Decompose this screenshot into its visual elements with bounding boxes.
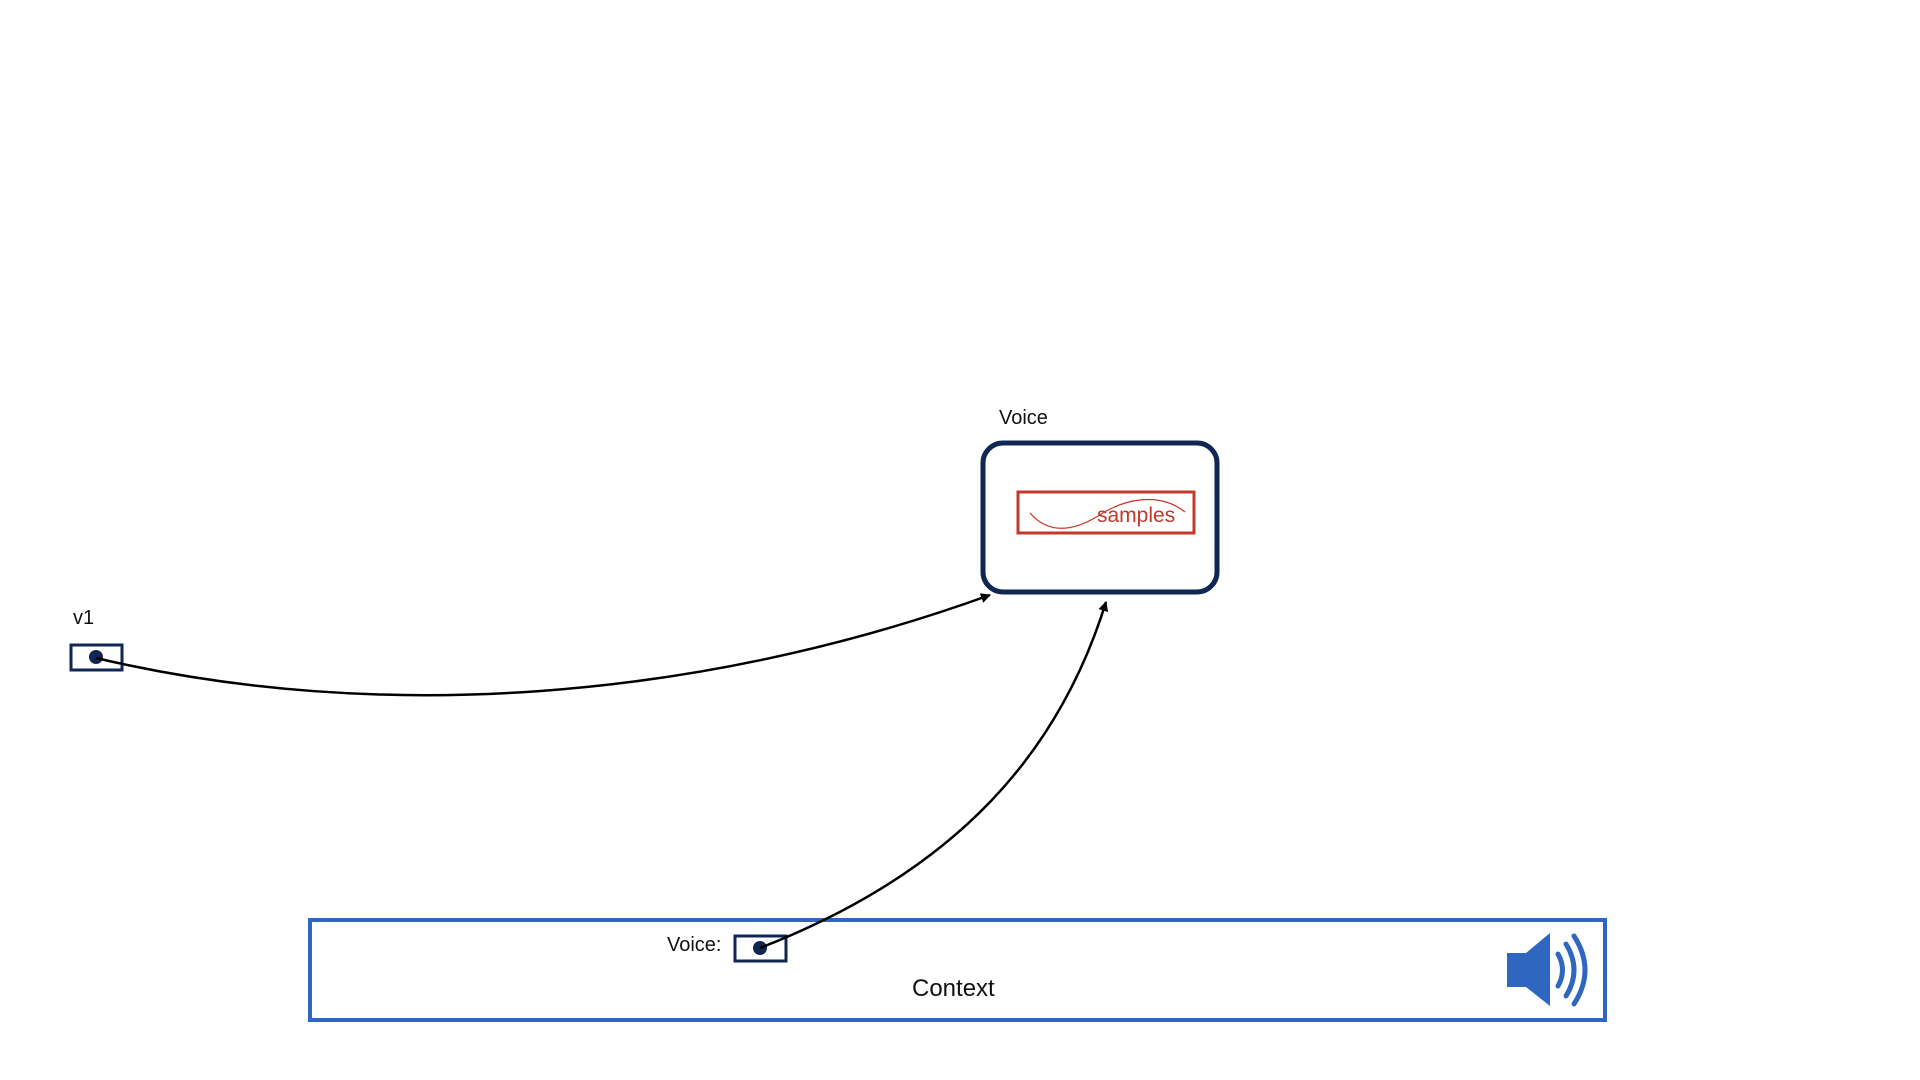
samples-buffer-box [1016,490,1196,535]
speaker-body [1507,933,1550,1006]
samples-buffer [1016,490,1196,535]
context-title: Context [912,975,995,1002]
speaker-wave-2 [1563,941,1577,999]
context-voice-slot-label: Voice: [667,934,722,956]
variable-name: v1 [73,607,95,629]
speaker-icon [1507,933,1588,1007]
context-box[interactable] [308,918,1607,1022]
arrow-context-to-voice [759,601,1109,950]
waveform-icon [1029,498,1186,529]
voice-object-title: Voice [999,407,1048,429]
speaker-wave-1 [1555,951,1565,989]
v1-reference-dot [89,650,103,664]
speaker-wave-3 [1571,933,1588,1007]
v1-slot[interactable] [69,643,124,672]
arrow-v1-to-voice [95,593,991,697]
samples-label: samples [1097,504,1176,527]
voice-object-box[interactable] [980,440,1220,595]
